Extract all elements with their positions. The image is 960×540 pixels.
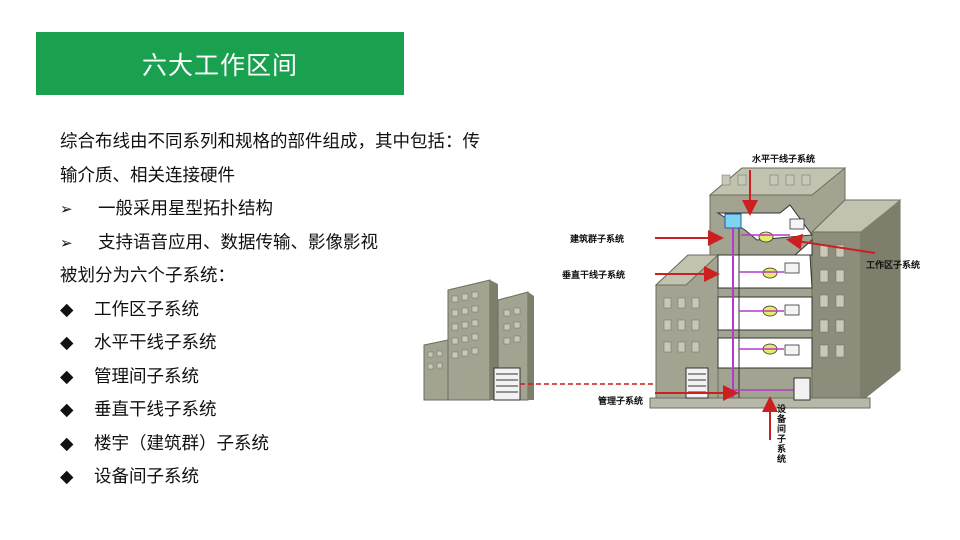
list-item: ◆ 管理间子系统 [60, 361, 530, 395]
divided-intro: 被划分为六个子系统： [60, 266, 235, 286]
list-item-text: 水平干线子系统 [94, 333, 217, 353]
list-item: ◆ 设备间子系统 [60, 461, 530, 495]
diamond-bullet-icon: ◆ [60, 299, 74, 320]
content-text: 综合布线由不同系列和规格的部件组成，其中包括：传 输介质、相关连接硬件 ➢ 一般采… [60, 126, 530, 495]
switch-icon [724, 213, 742, 229]
arrow-bullet-icon: ➢ [60, 233, 73, 252]
diamond-bullet-icon: ◆ [60, 467, 74, 487]
label-management: 管理子系统 [598, 395, 643, 407]
remote-building [423, 279, 534, 401]
diamond-bullet-icon: ◆ [60, 400, 74, 420]
list-item-text: 一般采用星型拓扑结构 [98, 199, 273, 219]
cabling-diagram: 水平干线子系统 建筑群子系统 垂直干线子系统 工作区子系统 管理子系统 设 备 … [423, 153, 920, 465]
label-horizontal: 水平干线子系统 [752, 153, 815, 165]
list-item: ◆ 垂直干线子系统 [60, 394, 530, 428]
equipment-char: 间 [777, 423, 786, 435]
intro-line-2: 输介质、相关连接硬件 [60, 165, 235, 186]
equipment-char: 子 [777, 434, 786, 445]
list-item: ◆ 楼宇（建筑群）子系统 [60, 428, 530, 462]
label-vertical: 垂直干线子系统 [562, 269, 625, 281]
list-item: ◆ 工作区子系统 [60, 294, 530, 328]
list-item-text: 工作区子系统 [94, 299, 199, 320]
label-campus: 建筑群子系统 [570, 233, 624, 245]
list-item-text: 管理间子系统 [94, 366, 199, 387]
page-title: 六大工作区间 [141, 50, 298, 80]
arrow-bullet-icon: ➢ [60, 200, 73, 218]
list-item-text: 楼宇（建筑群）子系统 [94, 433, 269, 454]
main-building [649, 167, 902, 409]
list-item: ➢ 支持语音应用、数据传输、影像影视 [60, 227, 530, 261]
equipment-char: 备 [776, 413, 787, 425]
list-item-text: 设备间子系统 [94, 467, 199, 487]
equipment-char: 系 [777, 443, 786, 455]
diamond-bullet-icon: ◆ [60, 333, 74, 353]
label-equipment: 设 备 间 子 系 统 [776, 403, 787, 465]
equipment-char: 统 [777, 453, 786, 465]
diamond-bullet-icon: ◆ [60, 366, 74, 387]
arrows [655, 170, 876, 440]
list-item: ◆ 水平干线子系统 [60, 327, 530, 361]
list-item-text: 垂直干线子系统 [94, 400, 217, 420]
label-workarea: 工作区子系统 [866, 259, 920, 271]
intro-line-1: 综合布线由不同系列和规格的部件组成，其中包括：传 [60, 132, 480, 152]
equipment-char: 设 [777, 403, 787, 415]
list-item: ➢ 一般采用星型拓扑结构 [60, 193, 530, 227]
title-banner: 六大工作区间 [36, 32, 404, 95]
list-item-text: 支持语音应用、数据传输、影像影视 [98, 232, 378, 253]
diamond-bullet-icon: ◆ [60, 433, 74, 454]
